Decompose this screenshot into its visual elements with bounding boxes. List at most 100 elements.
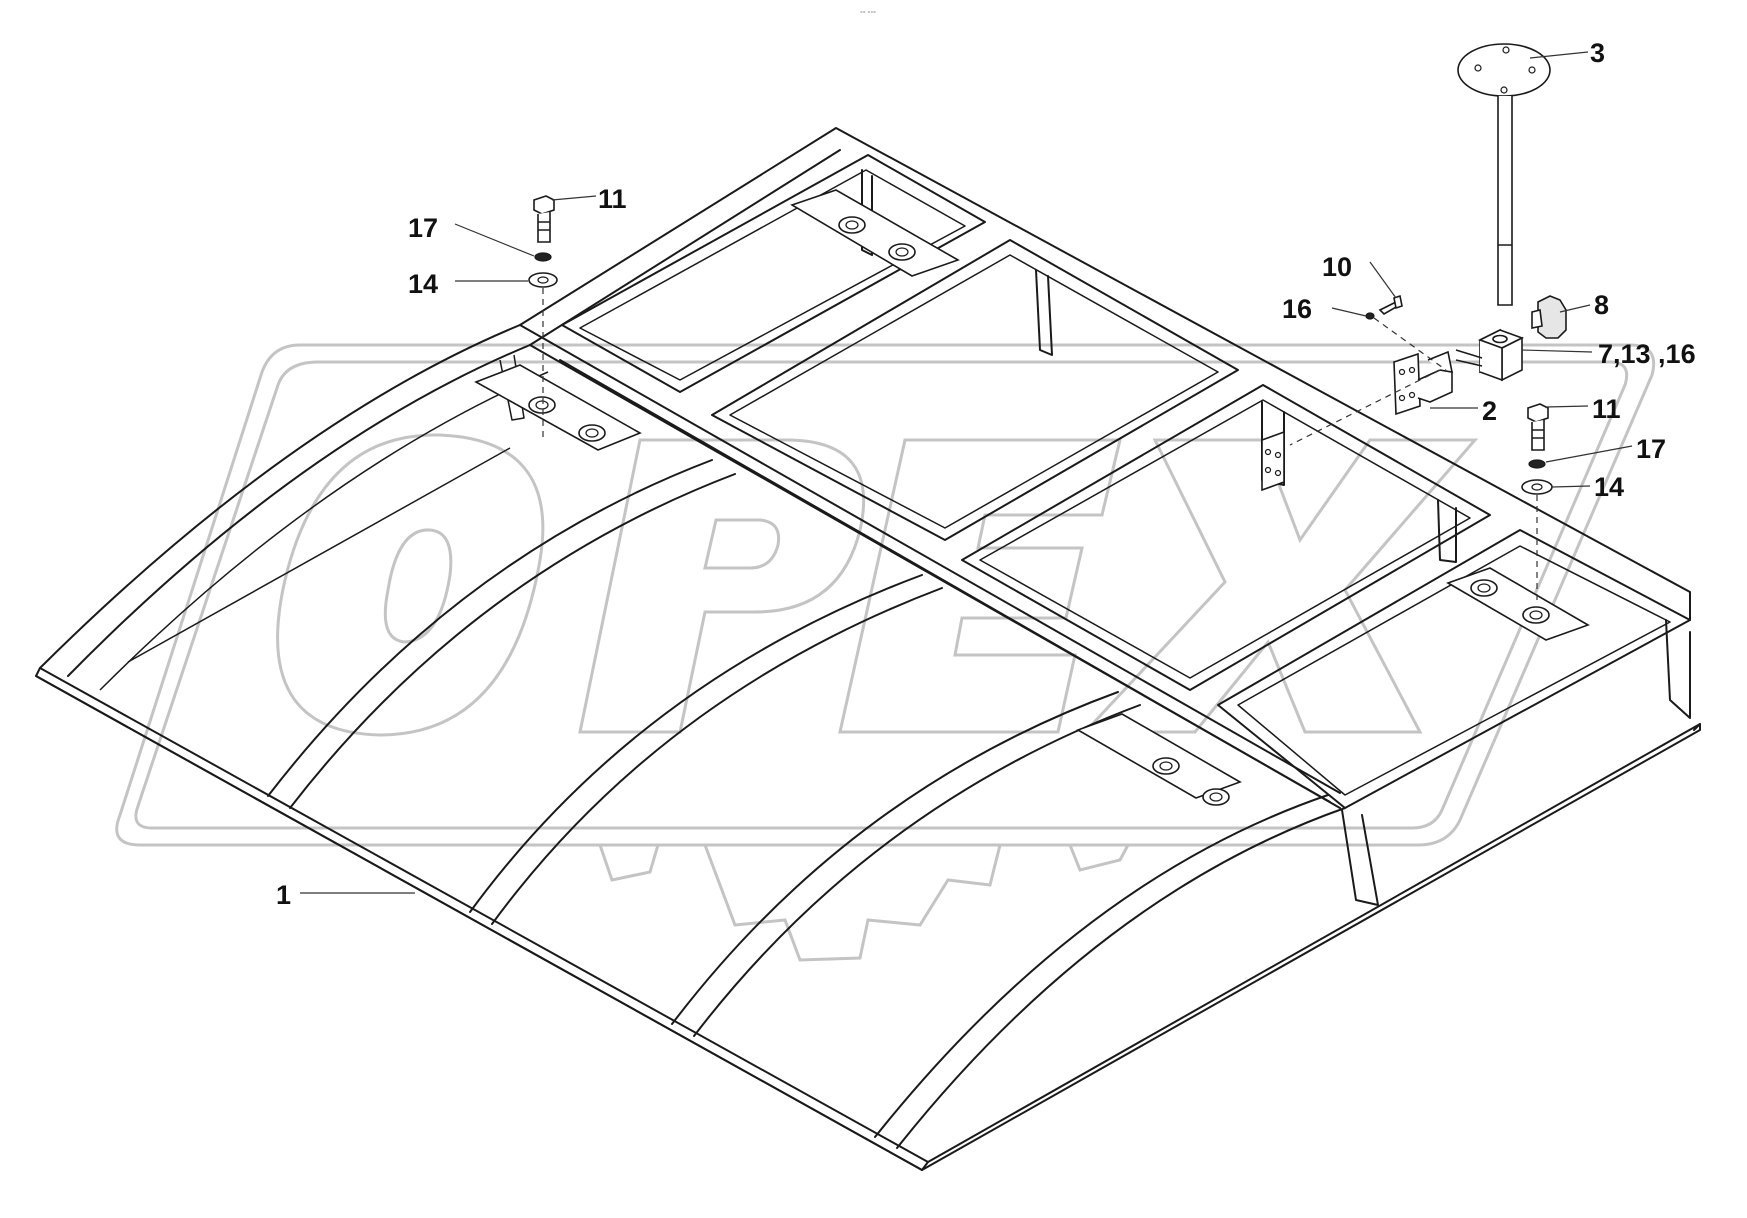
bracket-hole (1274, 451, 1282, 459)
post-6 (1341, 809, 1379, 906)
watermark-inner-frame (134, 360, 1629, 830)
rib-4-b (896, 807, 1346, 1149)
mast-tube (1497, 96, 1513, 306)
knob-body (1537, 295, 1567, 339)
left-arch-inner (67, 344, 531, 677)
back-panel-4 (1217, 529, 1691, 809)
knob-stem (1531, 309, 1543, 329)
watermark-letter-e (838, 438, 1122, 734)
callout-17-left: 17 (408, 213, 438, 243)
disc-hole (1474, 64, 1482, 72)
front-edge (35, 667, 929, 1171)
bracket-arm (1417, 369, 1453, 403)
block-screw (1455, 359, 1483, 367)
callout-2: 2 (1482, 396, 1497, 426)
watermark-logo (115, 343, 1656, 962)
lock-washer (1528, 459, 1546, 469)
scan-mark: °° °°° (860, 10, 876, 18)
plate-hole-inner (1529, 610, 1543, 620)
plate-hole-inner (535, 400, 549, 410)
callout-14-right: 14 (1594, 472, 1624, 502)
center-long-rail-a (519, 324, 1341, 794)
clamp-block (1455, 328, 1525, 382)
disc-hole (1528, 66, 1536, 74)
bolt-head (533, 195, 555, 215)
back-panel-1-inner (579, 169, 966, 381)
fastener-stack-right (1521, 403, 1553, 605)
bracket-hole (1274, 469, 1282, 477)
leader-17b (1545, 445, 1633, 463)
rib-2-b (491, 587, 943, 925)
post-5 (1665, 619, 1691, 719)
block-screw (1455, 349, 1483, 359)
screw-10-head (1393, 294, 1403, 310)
right-corner (1693, 723, 1701, 731)
plate-hole-inner (895, 247, 909, 257)
disc-hole (1502, 46, 1510, 54)
rib-2-a (469, 574, 923, 913)
left-arch-brace2 (127, 447, 511, 663)
back-panel-2-inner (729, 254, 1219, 529)
assembly-line (1289, 369, 1441, 446)
plate-hole-inner (1477, 583, 1491, 593)
callout-16: 16 (1282, 294, 1312, 324)
callout-14-left: 14 (408, 269, 438, 299)
watermark-letter-p-inner (703, 518, 781, 570)
flat-washer-hole (537, 276, 549, 284)
callout-7-13-16: 7,13 ,16 (1598, 339, 1696, 369)
back-panel-3-inner (979, 399, 1471, 679)
watermark-letter-o-inner (383, 528, 453, 644)
back-panel-2 (711, 239, 1239, 541)
bracket-plate-hole (1408, 366, 1416, 374)
post-4 (1437, 499, 1457, 563)
leader-11a (551, 195, 597, 201)
callout-17-right: 17 (1636, 434, 1666, 464)
callout-11-right: 11 (1592, 394, 1621, 424)
rib-3-b (693, 704, 1141, 1037)
lock-washer (534, 252, 552, 262)
bracket-plate-hole (1398, 368, 1406, 376)
plate-hole-inner (1159, 761, 1173, 771)
top-back-rail (519, 127, 1691, 621)
rib-3-a (671, 691, 1119, 1025)
bolt-head (1527, 403, 1549, 423)
front-edge-bottom (35, 675, 923, 1171)
post-2 (1035, 269, 1053, 356)
plate-hole-inner (585, 428, 599, 438)
bracket-plate-hole (1398, 394, 1406, 402)
leader-8 (1559, 304, 1591, 313)
clamp-knob (1531, 295, 1567, 339)
rib-4-a (874, 794, 1329, 1138)
leader-16 (1331, 307, 1367, 317)
rib-1-b (289, 473, 736, 809)
watermark-letter-p (578, 438, 866, 734)
nut-16 (1365, 312, 1375, 320)
top-back-rail-inner (529, 149, 841, 346)
fastener-stack-left (528, 195, 558, 440)
back-panel-4-inner (1237, 545, 1671, 796)
watermark-frame (115, 343, 1656, 847)
back-panel-1 (561, 154, 986, 393)
bracket-plate (1393, 352, 1421, 416)
callout-8: 8 (1594, 290, 1609, 320)
leader-14b (1551, 485, 1591, 488)
plate-hole-inner (1209, 792, 1223, 802)
leader-11b (1545, 405, 1589, 408)
left-arch-brace (99, 371, 549, 691)
mount-plate-back (790, 189, 960, 277)
antenna-mast (1457, 43, 1551, 306)
mount-bracket (1393, 350, 1454, 416)
assembly-line (1373, 317, 1447, 371)
back-panel-3 (961, 384, 1491, 691)
screw-and-nut (1289, 294, 1447, 446)
callout-11-left: 11 (598, 184, 627, 214)
leader-7 (1521, 349, 1593, 353)
disc-hole (1500, 86, 1508, 94)
flat-washer-hole (1531, 483, 1543, 491)
bracket-hole (1264, 466, 1272, 474)
leader-10 (1369, 261, 1397, 299)
bracket-tab (1427, 350, 1454, 373)
callout-leaders (300, 51, 1633, 894)
